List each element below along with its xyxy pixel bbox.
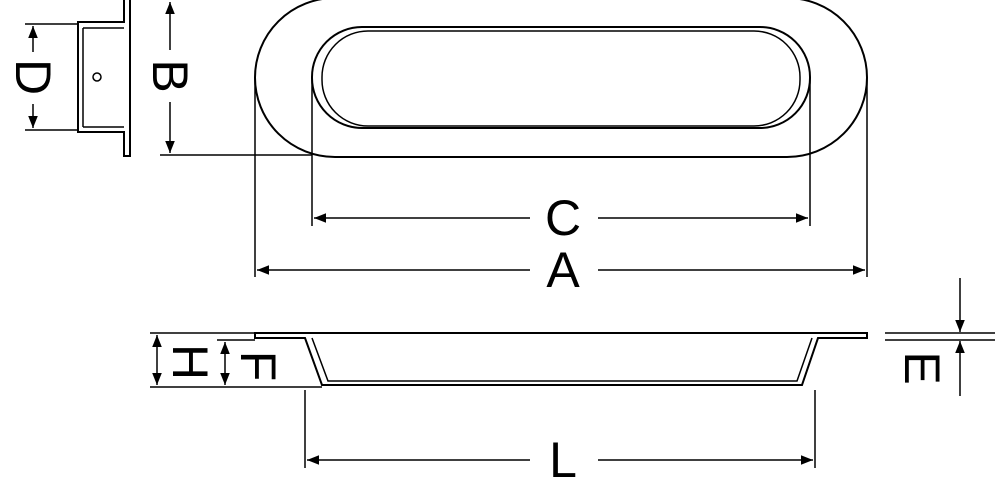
dim-label-a: A [546, 242, 580, 298]
side-view: D B [5, 0, 312, 157]
dim-label-b: B [142, 59, 198, 92]
dim-label-e: E [894, 351, 950, 384]
top-view: C A [254, 0, 868, 298]
mounting-hole [92, 72, 102, 82]
dim-label-l: L [549, 432, 577, 488]
dim-label-c: C [545, 190, 581, 246]
profile-view: H F L E [150, 278, 995, 488]
dim-label-f: F [230, 351, 286, 382]
dim-label-h: H [162, 344, 218, 380]
dim-label-d: D [5, 59, 61, 95]
